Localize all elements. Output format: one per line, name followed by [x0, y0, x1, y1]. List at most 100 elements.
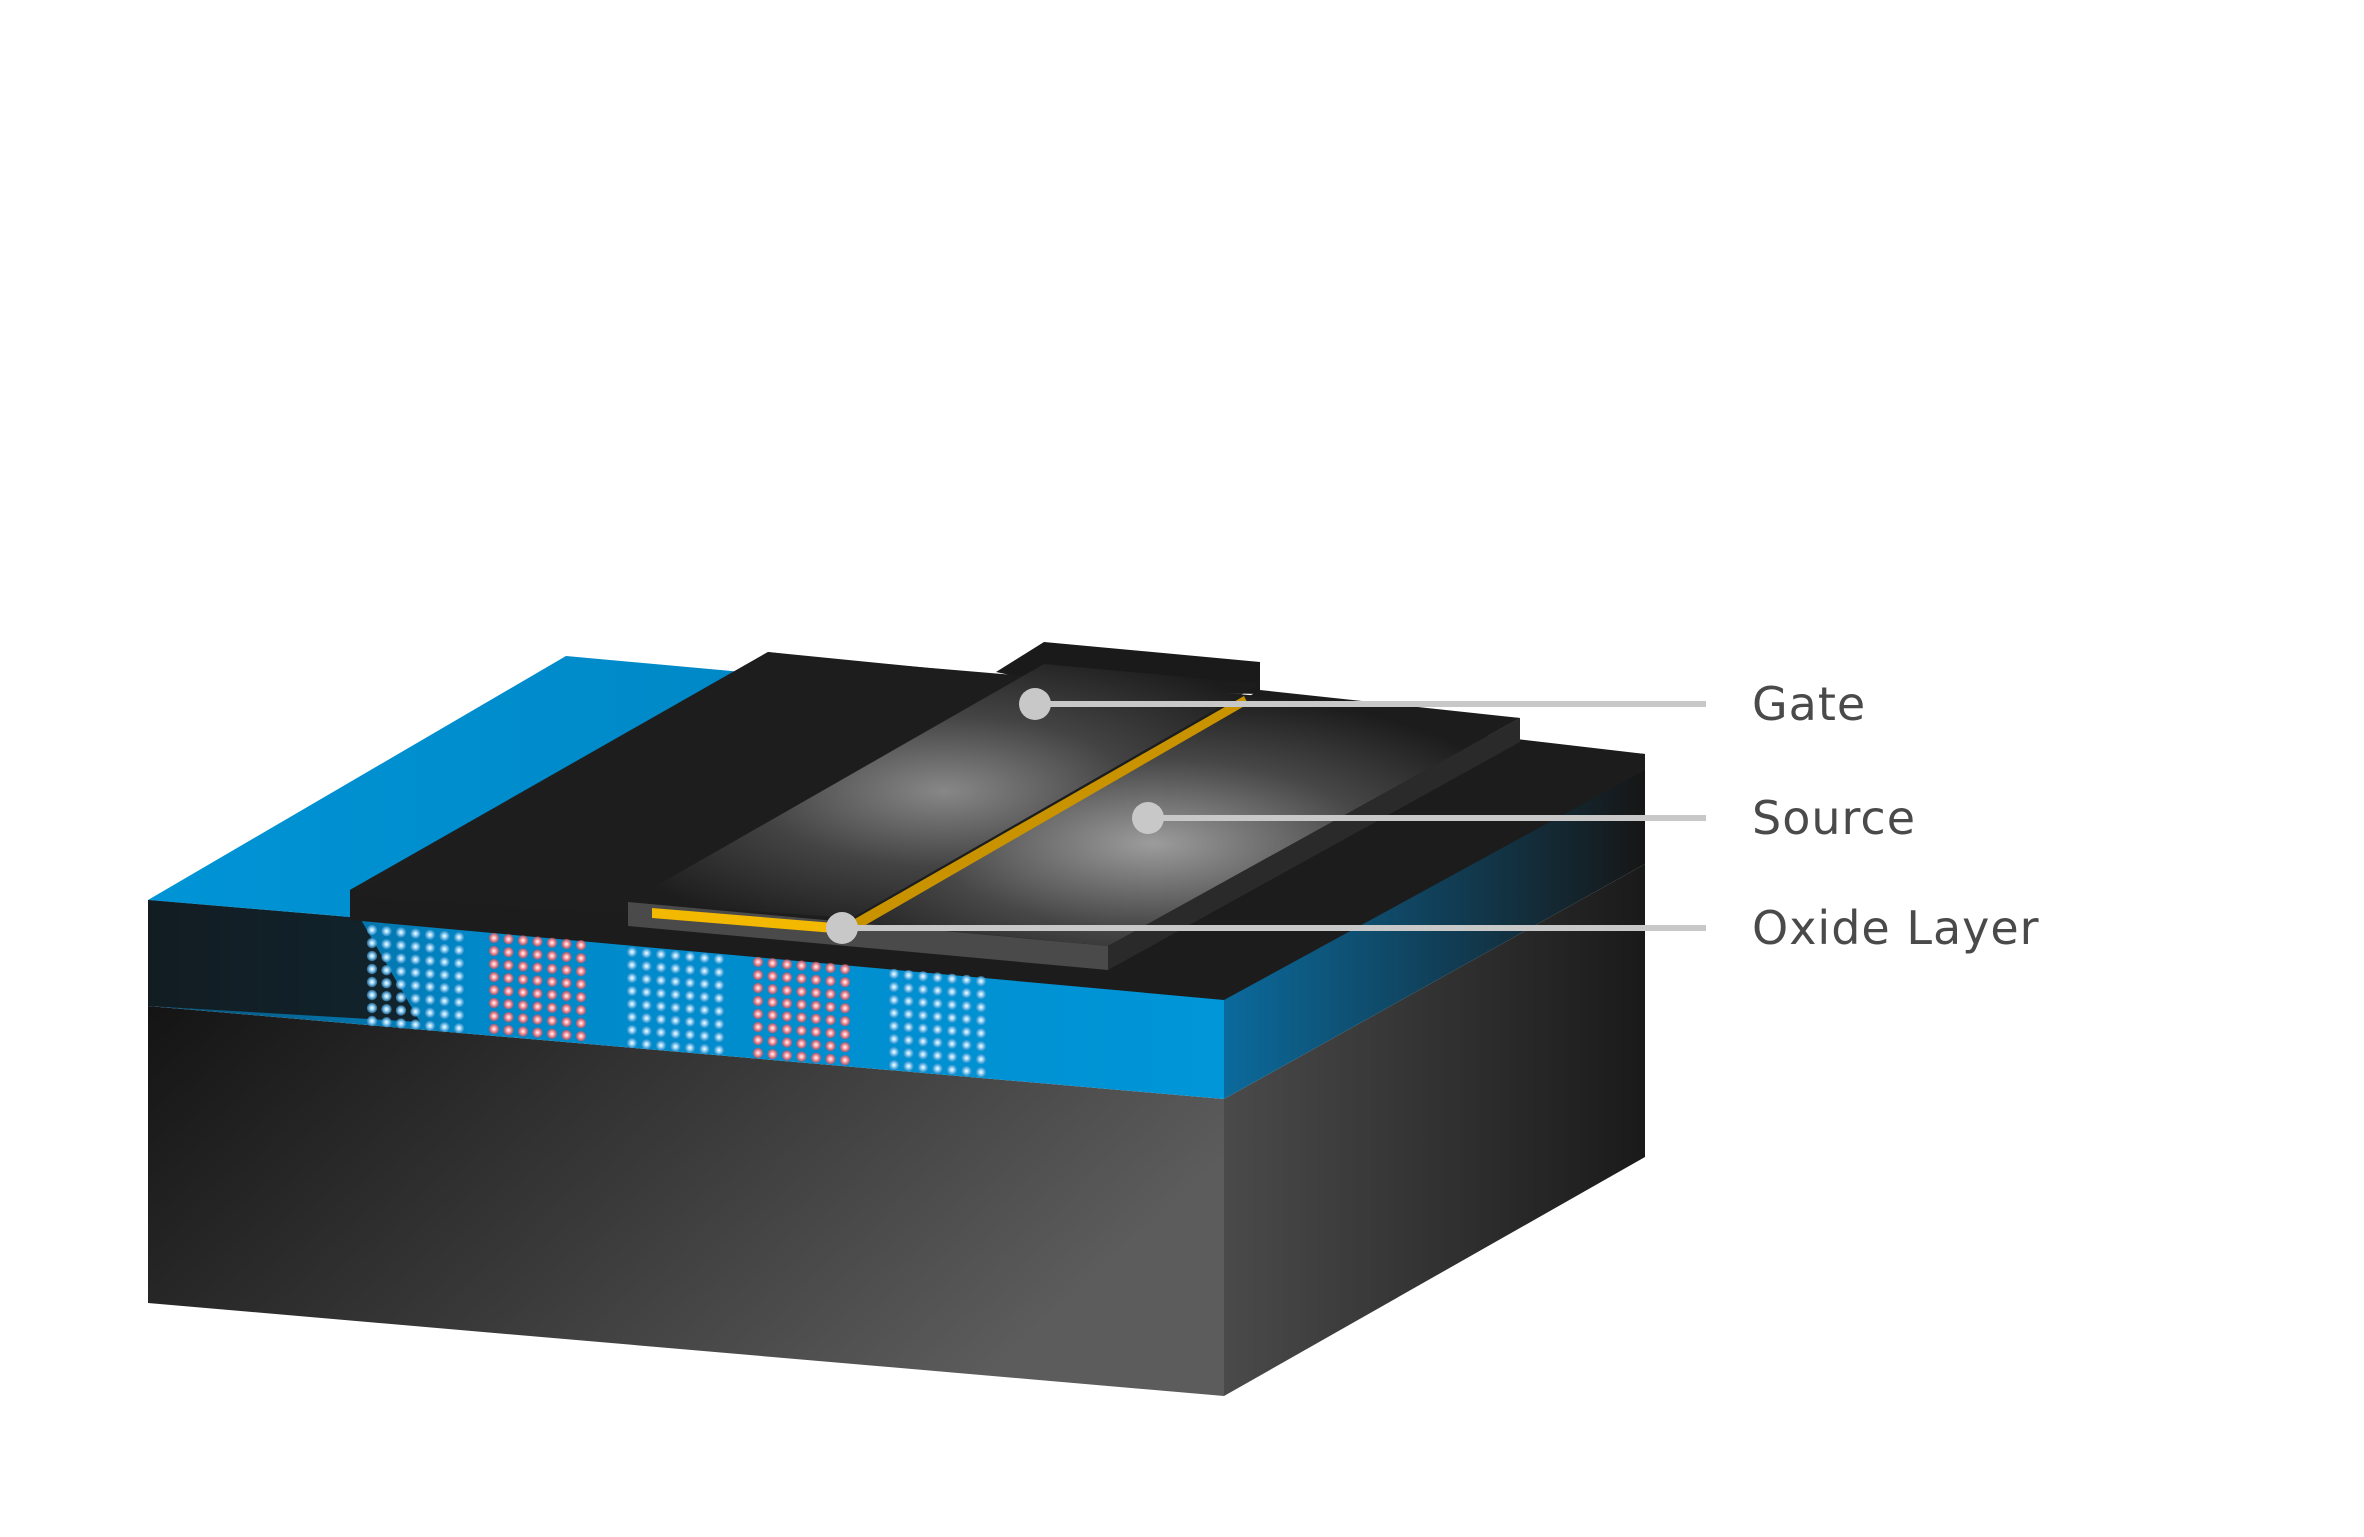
- electron-dot: [699, 1030, 710, 1042]
- electron-dot: [917, 1036, 929, 1047]
- hole-dot: [575, 1005, 587, 1016]
- hole-dot: [810, 1052, 822, 1064]
- source-label: Source: [1752, 791, 1916, 845]
- hole-dot: [839, 1042, 851, 1053]
- hole-dot: [517, 974, 529, 985]
- electron-dot: [453, 945, 465, 956]
- hole-dot: [517, 1013, 529, 1024]
- electron-dot: [453, 958, 465, 969]
- carrier-grids: [366, 924, 987, 1078]
- electron-dot: [670, 1002, 681, 1013]
- electron-dot: [626, 1037, 638, 1049]
- hole-dot: [810, 1026, 822, 1038]
- hole-dot: [767, 984, 778, 995]
- electron-dot: [641, 948, 652, 959]
- electron-dot: [626, 998, 638, 1010]
- electron-dot: [684, 964, 696, 975]
- electron-dot: [439, 1021, 450, 1033]
- electron-dot: [917, 1062, 929, 1073]
- hole-dot: [532, 962, 543, 973]
- hole-dot: [488, 1010, 500, 1022]
- hole-dot: [752, 1021, 764, 1033]
- electron-dot: [932, 972, 943, 983]
- electron-dot: [932, 998, 943, 1009]
- hole-carrier-grid: [488, 932, 587, 1042]
- electron-dot: [395, 1018, 407, 1029]
- electron-dot: [424, 1020, 436, 1031]
- electron-dot: [932, 985, 943, 996]
- electron-dot: [626, 1011, 638, 1023]
- hole-dot: [546, 1028, 558, 1040]
- hole-dot: [781, 998, 793, 1009]
- electron-dot: [975, 976, 987, 987]
- hole-dot: [488, 971, 500, 983]
- electron-dot: [453, 932, 465, 943]
- electron-dot: [917, 984, 929, 995]
- electron-dot: [917, 1010, 929, 1021]
- electron-dot: [626, 972, 638, 984]
- electron-dot: [395, 940, 407, 951]
- hole-dot: [532, 936, 543, 947]
- hole-dot: [561, 951, 572, 963]
- hole-dot: [575, 966, 587, 977]
- electron-dot: [655, 975, 667, 986]
- hole-dot: [810, 1039, 822, 1051]
- electron-dot: [453, 1022, 465, 1034]
- electron-dot: [888, 1020, 900, 1032]
- electron-dot: [655, 1027, 667, 1038]
- hole-dot: [546, 976, 558, 987]
- callout-source: Source: [1132, 791, 1916, 845]
- electron-dot: [670, 1028, 681, 1039]
- electron-dot: [684, 1016, 696, 1027]
- hole-dot: [796, 999, 807, 1010]
- hole-dot: [781, 1011, 793, 1022]
- electron-dot: [946, 1064, 958, 1076]
- hole-dot: [796, 1025, 807, 1036]
- electron-dot: [366, 950, 378, 962]
- hole-dot: [575, 953, 587, 964]
- electron-dot: [626, 1024, 638, 1036]
- electron-dot: [888, 994, 900, 1006]
- electron-dot: [439, 956, 450, 968]
- electron-dot: [917, 971, 929, 982]
- electron-dot: [381, 926, 392, 937]
- hole-dot: [488, 1023, 500, 1035]
- electron-dot: [699, 965, 710, 977]
- electron-dot: [395, 927, 407, 938]
- electron-dot: [439, 930, 450, 942]
- electron-dot: [655, 988, 667, 999]
- electron-dot: [903, 1009, 914, 1020]
- hole-dot: [532, 1027, 543, 1038]
- hole-dot: [781, 985, 793, 996]
- electron-dot: [641, 1000, 652, 1011]
- hole-dot: [488, 997, 500, 1009]
- electron-dot: [453, 997, 465, 1008]
- hole-dot: [575, 992, 587, 1003]
- hole-dot: [517, 961, 529, 972]
- electron-dot: [670, 1041, 681, 1052]
- electron-dot: [713, 980, 725, 991]
- electron-dot: [961, 1052, 972, 1064]
- hole-dot: [503, 986, 514, 997]
- hole-dot: [839, 964, 851, 975]
- electron-dot: [699, 1017, 710, 1029]
- electron-dot: [655, 949, 667, 960]
- electron-dot: [453, 971, 465, 982]
- hole-dot: [781, 1050, 793, 1061]
- hole-dot: [503, 1025, 514, 1036]
- electron-dot: [641, 961, 652, 972]
- hole-dot: [503, 947, 514, 958]
- electron-dot: [626, 959, 638, 971]
- hole-dot: [752, 969, 764, 981]
- electron-dot: [932, 1037, 943, 1048]
- electron-dot: [395, 953, 407, 964]
- electron-dot: [946, 1038, 958, 1050]
- hole-dot: [767, 958, 778, 969]
- electron-carrier-grid: [626, 946, 725, 1056]
- electron-dot: [903, 996, 914, 1007]
- hole-dot: [767, 1010, 778, 1021]
- electron-carrier-grid: [366, 924, 465, 1034]
- electron-dot: [903, 1021, 914, 1033]
- electron-dot: [888, 1007, 900, 1019]
- substrate-block: [148, 864, 1645, 1396]
